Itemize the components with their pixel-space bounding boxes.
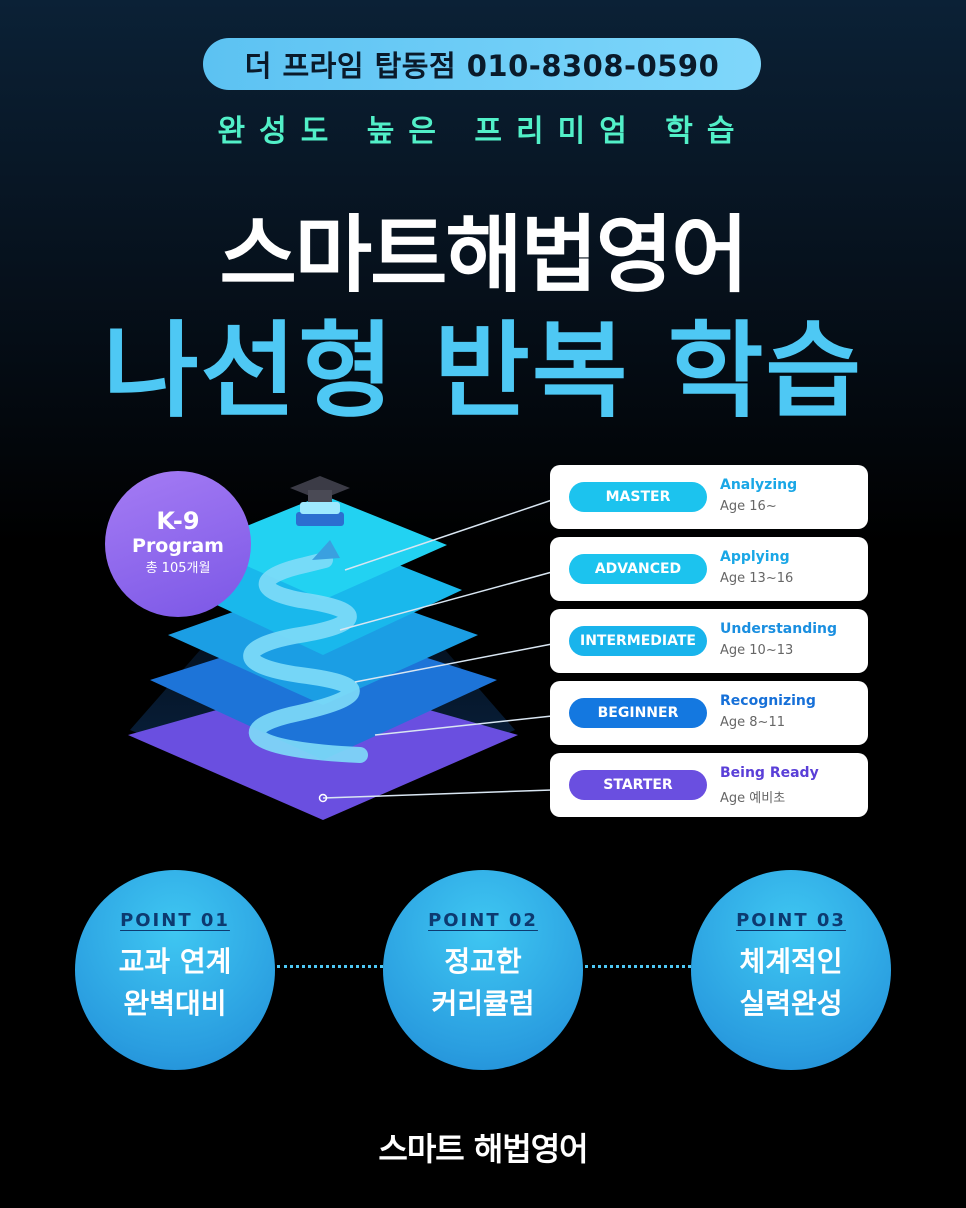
level-card-master: MASTER Analyzing Age 16~ bbox=[550, 465, 868, 529]
program-name: K-9 bbox=[156, 507, 200, 535]
brand-title: 스마트해법영어 bbox=[219, 206, 749, 304]
level-age: Age 8~11 bbox=[720, 715, 785, 730]
level-badge: INTERMEDIATE bbox=[569, 626, 707, 656]
point-circle-01: POINT 01 교과 연계 완벽대비 bbox=[75, 870, 275, 1070]
level-age: Age 예비초 bbox=[720, 791, 786, 806]
headline: 나선형 반복 학습 bbox=[102, 310, 864, 432]
level-age: Age 16~ bbox=[720, 499, 777, 514]
level-card-starter: STARTER Being Ready Age 예비초 bbox=[550, 753, 868, 817]
level-age: Age 10~13 bbox=[720, 643, 794, 658]
point-line1: 체계적인 bbox=[739, 945, 843, 978]
point-label: POINT 03 bbox=[736, 910, 846, 931]
point-circle-03: POINT 03 체계적인 실력완성 bbox=[691, 870, 891, 1070]
level-card-intermediate: INTERMEDIATE Understanding Age 10~13 bbox=[550, 609, 868, 673]
program-label: Program bbox=[132, 535, 224, 557]
tagline: 완성도 높은 프리미엄 학습 bbox=[217, 114, 749, 149]
point-label: POINT 02 bbox=[428, 910, 538, 931]
spiral-pyramid-illustration bbox=[128, 476, 553, 820]
point-circle-02: POINT 02 정교한 커리큘럼 bbox=[383, 870, 583, 1070]
level-age: Age 13~16 bbox=[720, 571, 794, 586]
level-skill: Applying bbox=[720, 549, 790, 565]
point-line1: 교과 연계 bbox=[118, 945, 232, 978]
level-skill: Analyzing bbox=[720, 477, 798, 493]
level-skill: Understanding bbox=[720, 621, 838, 637]
point-line1: 정교한 bbox=[444, 945, 522, 978]
dotted-connector bbox=[585, 965, 691, 968]
phone-number-banner[interactable]: 더 프라임 탑동점 010-8308-0590 bbox=[203, 38, 761, 90]
brand-logo: 스마트 해법영어 bbox=[378, 1130, 588, 1168]
point-line2: 실력완성 bbox=[739, 987, 843, 1020]
point-line2: 완벽대비 bbox=[123, 987, 227, 1020]
level-badge: STARTER bbox=[569, 770, 707, 800]
level-card-advanced: ADVANCED Applying Age 13~16 bbox=[550, 537, 868, 601]
point-label: POINT 01 bbox=[120, 910, 230, 931]
level-skill: Recognizing bbox=[720, 693, 816, 709]
spiral-arrow bbox=[243, 552, 368, 763]
dotted-connector bbox=[277, 965, 383, 968]
level-badge: ADVANCED bbox=[569, 554, 707, 584]
point-line2: 커리큘럼 bbox=[431, 987, 535, 1020]
level-badge: BEGINNER bbox=[569, 698, 707, 728]
k9-program-badge: K-9 Program 총 105개월 bbox=[105, 471, 251, 617]
level-card-beginner: BEGINNER Recognizing Age 8~11 bbox=[550, 681, 868, 745]
program-duration: 총 105개월 bbox=[145, 561, 211, 576]
level-skill: Being Ready bbox=[720, 765, 819, 781]
level-badge: MASTER bbox=[569, 482, 707, 512]
